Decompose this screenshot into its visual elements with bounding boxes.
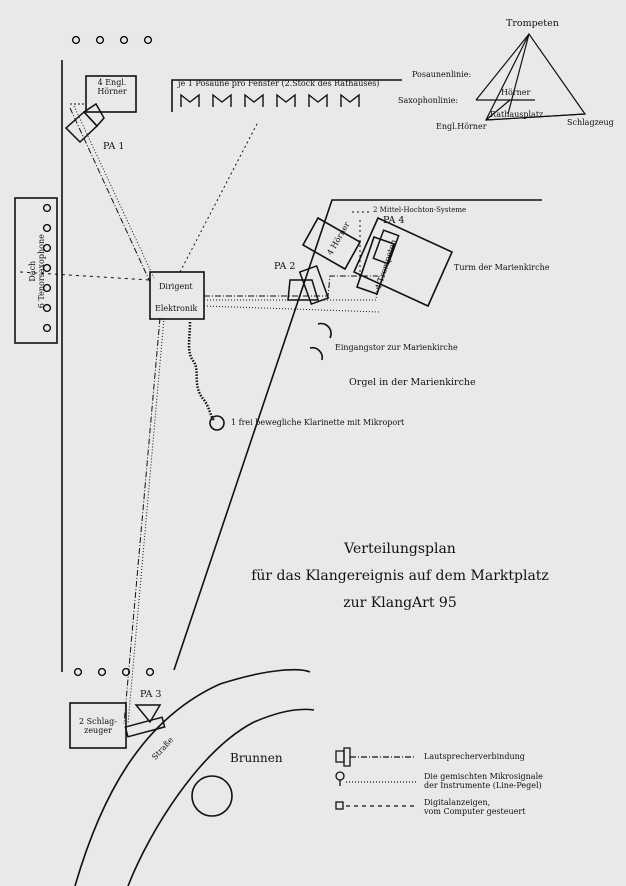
pa1-speaker: [64, 102, 105, 144]
triangle-hoerner: Hörner: [501, 88, 531, 97]
orgel-label: Orgel in der Marienkirche: [349, 377, 476, 388]
legend-item-3: Digitalanzeigen,vom Computer gesteuert: [424, 798, 526, 817]
pa3-label: PA 3: [140, 689, 162, 700]
tor-arc-2: [309, 346, 324, 361]
engl-hoerner-box: [85, 75, 137, 113]
circles-top: [71, 35, 153, 45]
legend-symbols: [335, 747, 416, 810]
turm-label: Turm der Marienkirche: [454, 263, 550, 272]
church-line: [173, 199, 542, 671]
schlagzeuger-label: 2 Schlag-zeuger: [79, 717, 117, 736]
dirigent-label: Dirigent: [159, 282, 193, 291]
triangle-posaunenlinie: Posaunenlinie:: [412, 70, 472, 79]
pa1-label: PA 1: [103, 141, 125, 152]
posaune-windows: [180, 93, 360, 107]
circles-dach: [42, 203, 52, 333]
schlagzeuger-box: [69, 702, 127, 749]
brunnen-label: Brunnen: [230, 751, 283, 765]
street-curve-1: [74, 669, 311, 886]
street-curve-2: [127, 708, 315, 886]
pa4-speaker: [372, 229, 400, 265]
legend-item-1: Lautsprecherverbindung: [424, 752, 525, 761]
triangle-engl-hoerner: Engl.Hörner: [436, 122, 487, 131]
klarinette-circle: [209, 415, 225, 431]
dach-box: [14, 197, 58, 344]
tor-arc-1: [317, 322, 332, 339]
klarinette-label: 1 frei bewegliche Klarinette mit Mikropo…: [231, 418, 405, 427]
triangle-trompeten: Trompeten: [506, 18, 559, 29]
triangle-saxophonlinie: Saxophonlinie:: [398, 96, 459, 105]
triangle-schlagzeug: Schlagzeug: [567, 118, 614, 127]
brunnen-circle: [191, 775, 233, 817]
rathaus-line: [171, 79, 402, 112]
vier-hoerner-box: [301, 216, 362, 271]
title-line-2: für das Klangereignis auf dem Marktplatz: [251, 568, 549, 584]
engl-hoerner-label: 4 Engl.Hörner: [97, 78, 127, 97]
turm-box: [352, 216, 454, 308]
pa2-label: PA 2: [274, 261, 296, 272]
triangle-rathausplatz: Rathausplatz: [490, 110, 544, 119]
triangle-diagram: [475, 32, 587, 121]
circles-bottom: [73, 667, 155, 677]
pa4-label: PA 4: [383, 215, 405, 226]
connection-lines: [19, 103, 381, 725]
title-line-3: zur KlangArt 95: [343, 595, 457, 611]
eingangstor-label: Eingangstor zur Marienkirche: [335, 343, 458, 352]
mittelhochton-label: 2 Mittel-Hochton-Systeme: [373, 206, 467, 214]
posaune-label: je 1 Posaune pro Fenster (2.Stock des Ra…: [178, 79, 380, 88]
pa3-speaker: [124, 704, 166, 738]
vier-trompeten-box: [355, 235, 396, 296]
title-line-1: Verteilungsplan: [344, 541, 456, 557]
elektronik-label: Elektronik: [155, 304, 198, 313]
